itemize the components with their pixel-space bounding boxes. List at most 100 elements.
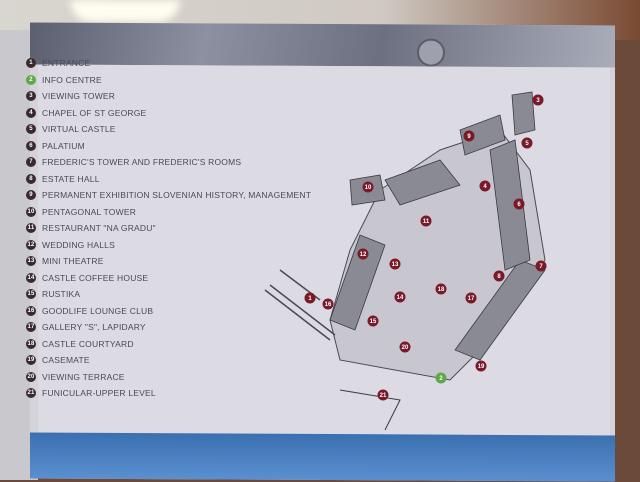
legend-number-badge: 10 — [26, 206, 36, 217]
map-marker — [532, 94, 544, 106]
map-marker-number: 3 — [536, 98, 540, 104]
legend-label: MINI THEATRE — [42, 256, 104, 267]
legend-number-badge: 12 — [26, 239, 36, 250]
map-marker-number: 1 — [308, 296, 312, 302]
legend-label: WEDDING HALLS — [42, 239, 115, 250]
legend-item: 17 GALLERY "S", LAPIDARY — [26, 319, 311, 336]
legend-number-badge: 18 — [26, 338, 36, 349]
legend-item: 20 VIEWING TERRACE — [26, 369, 311, 386]
map-marker-number: 12 — [360, 252, 367, 258]
map-marker-number: 6 — [517, 202, 521, 208]
map-marker-number: 21 — [380, 393, 387, 399]
map-marker-number: 16 — [325, 302, 332, 308]
map-marker-number: 2 — [439, 376, 443, 382]
map-marker-number: 15 — [370, 319, 377, 325]
legend-label: VIEWING TOWER — [42, 91, 116, 102]
map-marker — [435, 283, 447, 295]
map-marker-number: 11 — [423, 219, 430, 225]
legend-number-badge: 3 — [26, 91, 36, 102]
legend-label: RESTAURANT "NA GRADU" — [42, 223, 156, 234]
legend-item: 19 CASEMATE — [26, 352, 311, 369]
legend-label: CASEMATE — [42, 355, 90, 366]
legend-label: GALLERY "S", LAPIDARY — [42, 322, 146, 333]
legend-item: 18 CASTLE COURTYARD — [26, 336, 311, 353]
map-marker — [513, 198, 525, 210]
map-marker-number: 20 — [402, 345, 409, 351]
map-marker — [389, 258, 401, 270]
legend-number-badge: 19 — [26, 355, 36, 366]
map-legend: 1 ENTRANCE 2 INFO CENTRE 3 VIEWING TOWER 4 CHAP… — [26, 55, 311, 402]
map-marker — [322, 298, 334, 310]
ceiling-light — [70, 0, 180, 22]
legend-number-badge: 8 — [26, 173, 36, 184]
map-marker — [367, 315, 379, 327]
legend-number-badge: 7 — [26, 157, 36, 168]
map-marker-number: 10 — [365, 185, 372, 191]
legend-label: FREDERIC'S TOWER AND FREDERIC'S ROOMS — [42, 157, 242, 168]
map-marker-number: 5 — [525, 141, 529, 147]
map-marker — [535, 260, 547, 272]
legend-item: 8 ESTATE HALL — [26, 171, 311, 188]
map-marker-number: 18 — [438, 287, 445, 293]
legend-number-badge: 9 — [26, 190, 36, 201]
map-marker — [362, 181, 374, 193]
map-marker — [304, 292, 316, 304]
legend-item: 2 INFO CENTRE — [26, 72, 311, 89]
map-marker — [521, 137, 533, 149]
map-marker — [493, 270, 505, 282]
legend-item: 3 VIEWING TOWER — [26, 88, 311, 105]
legend-item: 13 MINI THEATRE — [26, 253, 311, 270]
map-marker — [475, 360, 487, 372]
map-marker-number: 9 — [467, 134, 471, 140]
legend-number-badge: 6 — [26, 140, 36, 151]
map-marker-number: 4 — [483, 184, 487, 190]
map-marker — [435, 372, 447, 384]
map-marker-number: 8 — [497, 274, 501, 280]
map-marker-number: 17 — [468, 296, 475, 302]
map-marker — [479, 180, 491, 192]
legend-item: 4 CHAPEL OF ST GEORGE — [26, 105, 311, 122]
map-marker — [377, 389, 389, 401]
map-marker-number: 19 — [478, 364, 485, 370]
castle-roofs — [329, 91, 546, 361]
legend-number-badge: 5 — [26, 124, 36, 135]
map-marker-number: 14 — [397, 295, 404, 301]
legend-label: VIEWING TERRACE — [42, 371, 125, 382]
legend-number-badge: 4 — [26, 107, 36, 118]
legend-number-badge: 13 — [26, 256, 36, 267]
legend-label: ENTRANCE — [42, 58, 91, 69]
legend-label: PERMANENT EXHIBITION SLOVENIAN HISTORY, … — [42, 190, 312, 201]
legend-item: 11 RESTAURANT "NA GRADU" — [26, 220, 311, 237]
legend-label: CASTLE COURTYARD — [42, 338, 134, 349]
legend-item: 1 ENTRANCE — [26, 55, 311, 72]
legend-item: 9 PERMANENT EXHIBITION SLOVENIAN HISTORY,… — [26, 187, 311, 204]
map-marker — [463, 130, 475, 142]
legend-number-badge: 20 — [26, 371, 36, 382]
legend-number-badge: 17 — [26, 322, 36, 333]
legend-label: VIRTUAL CASTLE — [42, 124, 116, 135]
map-marker — [465, 292, 477, 304]
legend-number-badge: 1 — [26, 58, 36, 69]
legend-label: ESTATE HALL — [42, 173, 100, 184]
map-marker — [394, 291, 406, 303]
map-marker-number: 13 — [392, 262, 399, 268]
legend-label: CHAPEL OF ST GEORGE — [42, 107, 147, 118]
funicular-line — [339, 389, 401, 431]
legend-label: CASTLE COFFEE HOUSE — [42, 272, 149, 283]
legend-item: 5 VIRTUAL CASTLE — [26, 121, 311, 138]
legend-label: INFO CENTRE — [42, 74, 102, 85]
legend-number-badge: 11 — [26, 223, 36, 234]
legend-label: RUSTIKA — [42, 289, 81, 300]
legend-number-badge: 21 — [26, 388, 36, 399]
legend-item: 12 WEDDING HALLS — [26, 237, 311, 254]
legend-label: GOODLIFE LOUNGE CLUB — [42, 305, 154, 316]
legend-number-badge: 2 — [26, 74, 36, 85]
map-marker — [420, 215, 432, 227]
legend-label: PENTAGONAL TOWER — [42, 206, 137, 217]
map-marker-number: 7 — [539, 264, 543, 270]
